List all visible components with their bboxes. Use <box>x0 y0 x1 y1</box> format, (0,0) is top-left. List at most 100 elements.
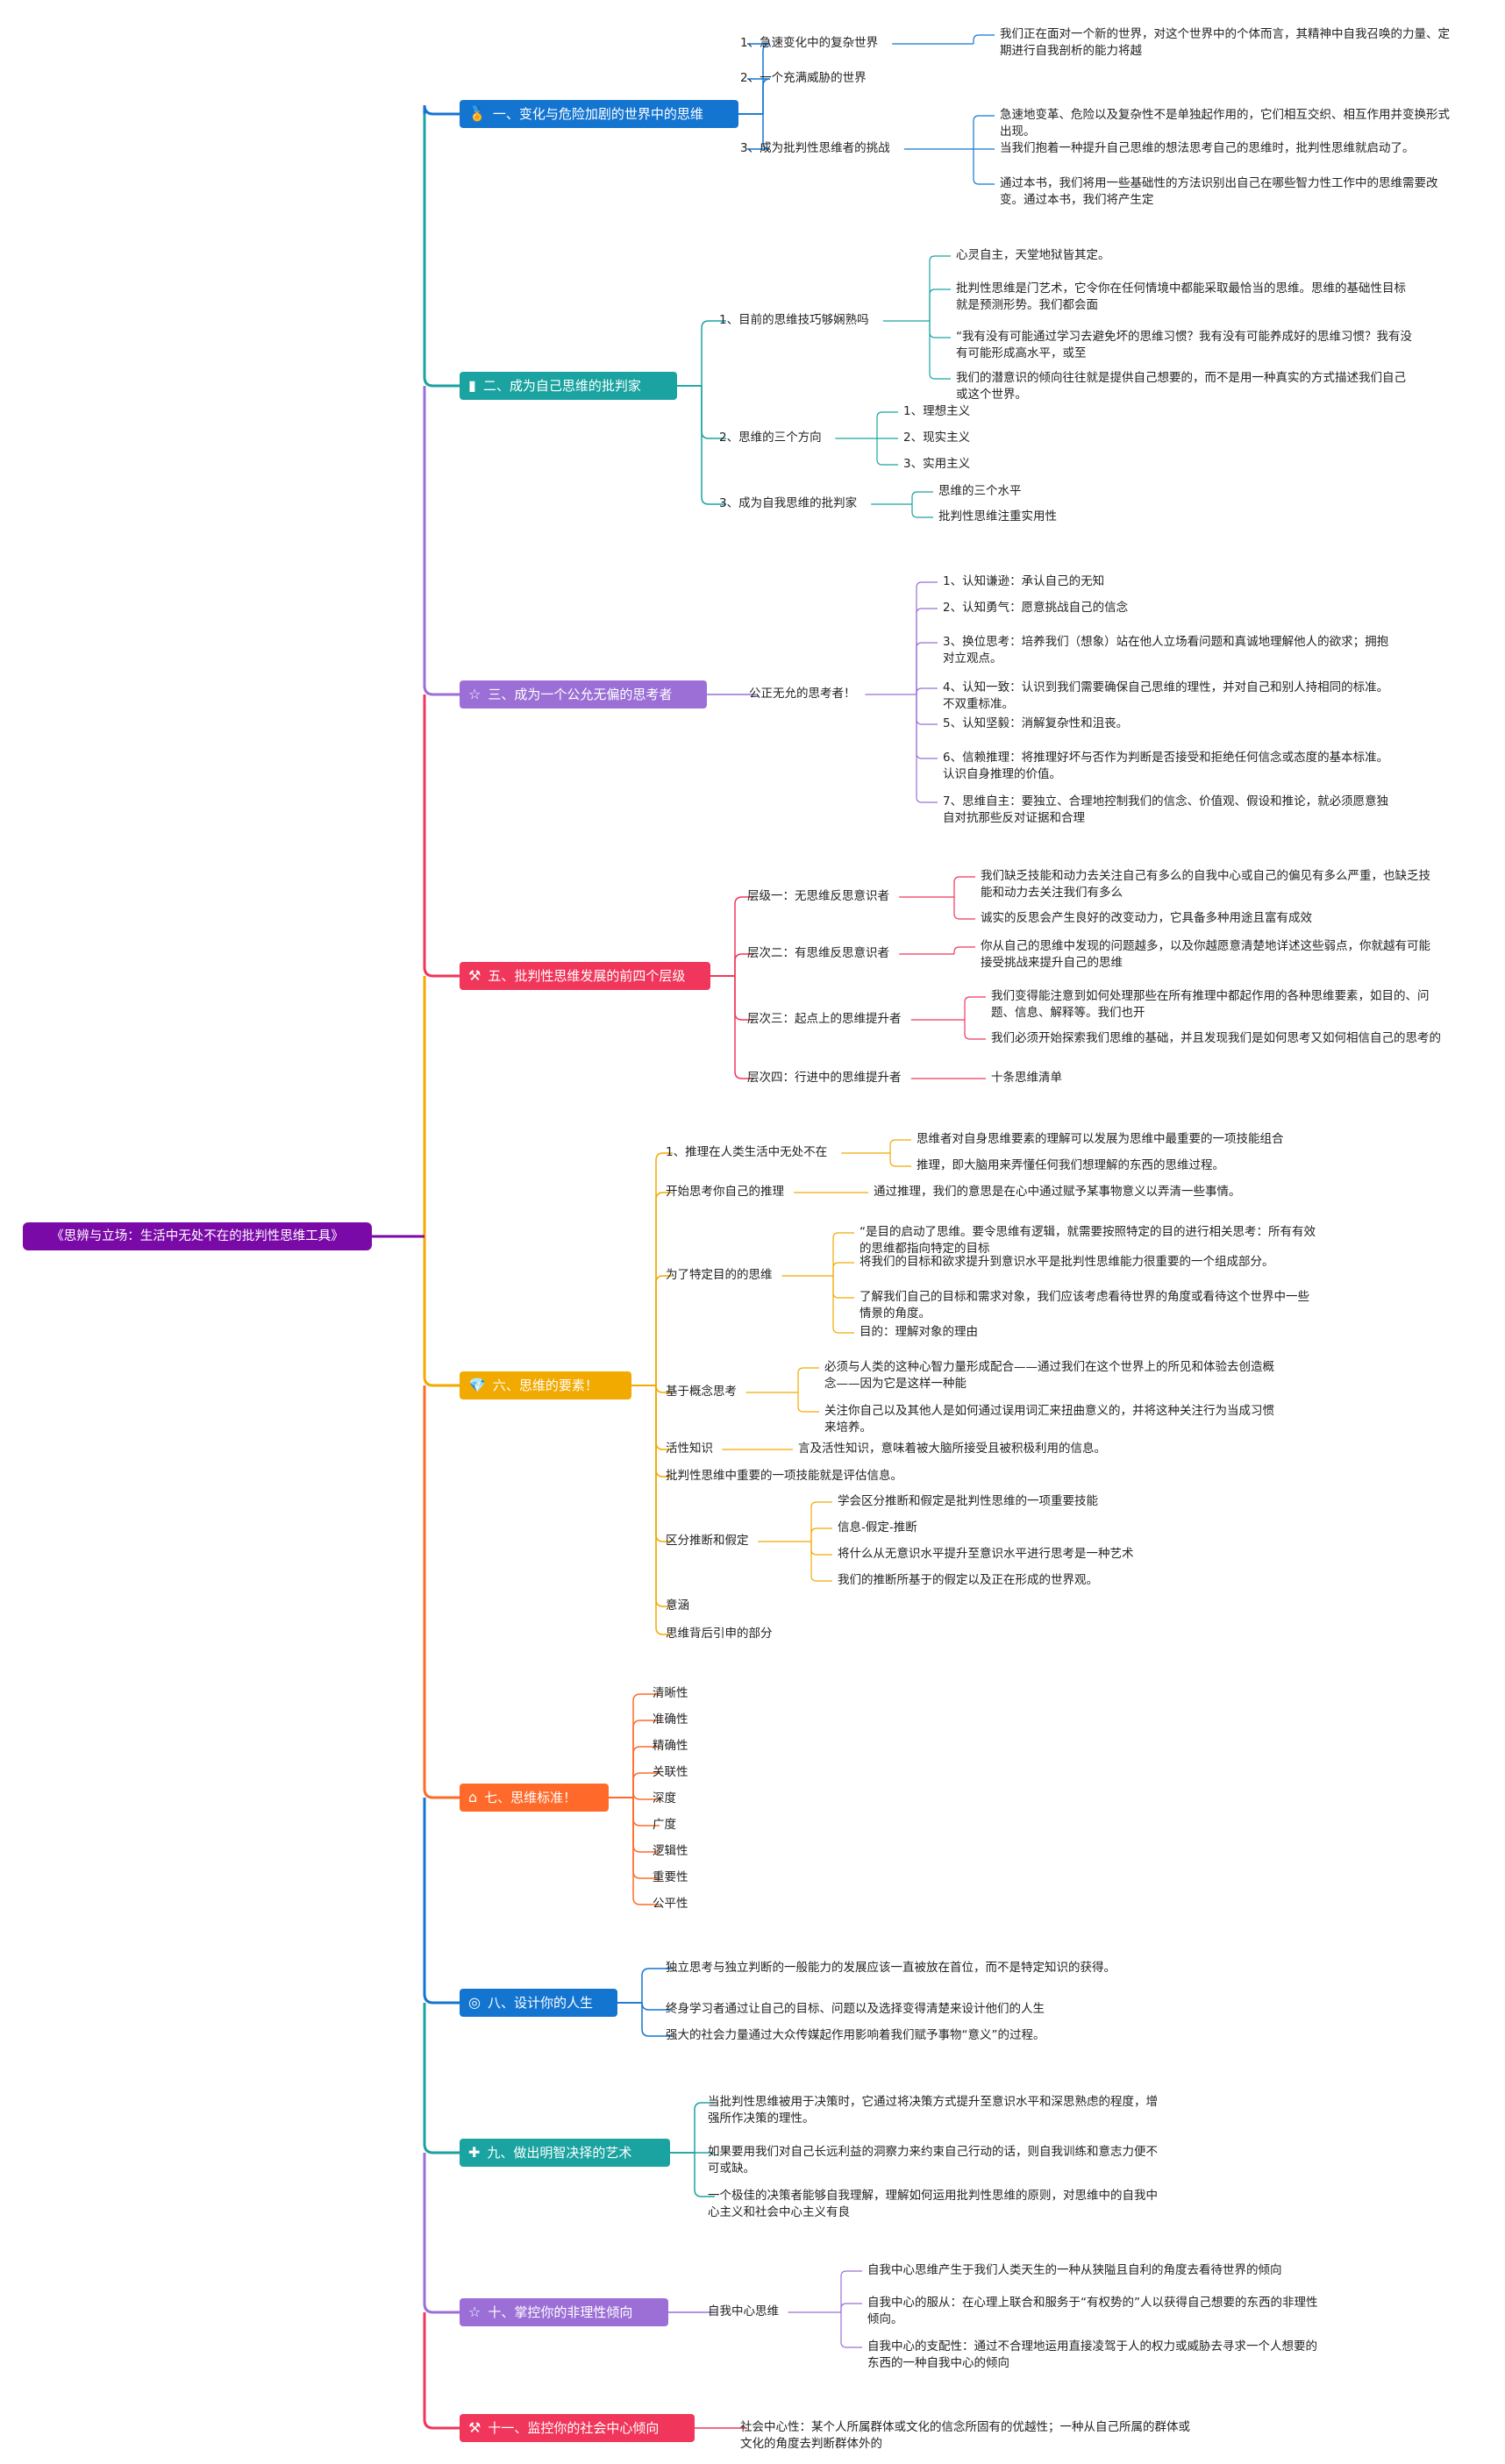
connector <box>632 1720 660 1798</box>
leaf-text: 我们必须开始探索我们思维的基础，并且发现我们是如何思考又如何相信自己的思考的 <box>991 1031 1441 1045</box>
connector <box>734 976 754 1079</box>
connector <box>423 1376 460 1387</box>
tools-icon: ⚒ <box>468 967 481 984</box>
connector <box>876 438 898 466</box>
section-label: 三、成为一个公允无偏的思考者 <box>488 687 673 702</box>
connector <box>632 1772 660 1798</box>
leaf-text: 诚实的反思会产生良好的改变动力，它具备多种用途且富有成效 <box>981 911 1312 925</box>
section-node-8[interactable]: ✚九、做出明智决择的艺术 <box>460 2139 670 2167</box>
leaf-text: 思维者对自身思维要素的理解可以发展为思维中最重要的一项技能组合 <box>917 1132 1284 1146</box>
branch-label: 逻辑性 <box>653 1844 688 1858</box>
leaf-text: 我们的推断所基于的假定以及正在形成的世界观。 <box>838 1573 1098 1587</box>
leaf-text: 我们的潜意识的倾向往往就是提供自己想要的，而不是用一种真实的方式描述我们自己或这… <box>956 371 1406 402</box>
branch-label: 2、一个充满威胁的世界 <box>740 71 867 85</box>
connector <box>423 1993 460 2005</box>
connector <box>810 1528 832 1542</box>
section-node-5[interactable]: 💎六、思维的要素！ <box>460 1371 631 1399</box>
leaf-text: 学会区分推断和假定是批判性思维的一项重要技能 <box>838 1494 1098 1508</box>
branch-label: 活性知识 <box>666 1442 713 1456</box>
branch-label: 深度 <box>653 1791 676 1805</box>
branch-label: 基于概念思考 <box>666 1385 737 1399</box>
connector <box>810 1501 832 1542</box>
leaf-text: 7、思维自主：要独立、合理地控制我们的信念、价值观、假设和推论，就必须愿意独自对… <box>943 794 1389 825</box>
connector <box>916 608 938 694</box>
tools-icon: ⚒ <box>468 2419 481 2436</box>
leaf-text: 信息-假定-推断 <box>838 1520 917 1535</box>
connector <box>916 694 938 759</box>
leaf-text: 言及活性知识，意味着被大脑所接受且被积极利用的信息。 <box>798 1442 1106 1456</box>
leaf-text: 当我们抱着一种提升自己思维的想法思考自己的思维时，批判性思维就启动了。 <box>1000 141 1415 155</box>
branch-label: 重要性 <box>653 1870 688 1884</box>
connector <box>734 953 754 976</box>
section-node-4[interactable]: ⚒五、批判性思维发展的前四个层级 <box>460 962 710 990</box>
connector <box>632 1693 660 1798</box>
leaf-text: 将我们的目标和欲求提升到意识水平是批判性思维能力很重要的一个组成部分。 <box>859 1255 1274 1269</box>
leaf-text: 将什么从无意识水平提升至意识水平进行思考是一种艺术 <box>838 1547 1134 1561</box>
branch-label: 思维背后引申的部分 <box>666 1627 773 1641</box>
connector <box>655 1275 673 1385</box>
connector <box>973 115 995 149</box>
branch-label: 1、推理在人类生活中无处不在 <box>666 1145 828 1159</box>
section-node-9[interactable]: ☆十、掌控你的非理性倾向 <box>460 2298 668 2326</box>
branch-label: 层级一：无思维反思意识者 <box>747 889 889 903</box>
connector <box>929 288 951 321</box>
connector <box>747 43 771 114</box>
connector <box>655 1192 673 1385</box>
section-node-3[interactable]: ☆三、成为一个公允无偏的思考者 <box>460 680 707 709</box>
connector <box>423 685 460 696</box>
branch-label: 一个极佳的决策者能够自我理解，理解如何运用批判性思维的原则，对思维中的自我中心主… <box>708 2189 1158 2219</box>
connector <box>953 946 975 954</box>
connector <box>916 642 938 694</box>
branch-label: 2、思维的三个方向 <box>719 431 822 445</box>
connector <box>929 321 951 338</box>
connector <box>929 321 951 380</box>
connector <box>840 2312 862 2348</box>
section-node-1[interactable]: 🏅一、变化与危险加剧的世界中的思维 <box>460 100 738 128</box>
leaf-text: 自我中心思维产生于我们人类天生的一种从狭隘且自利的角度去看待世界的倾向 <box>867 2263 1282 2277</box>
section-label: 一、变化与危险加剧的世界中的思维 <box>492 106 703 122</box>
connector <box>964 1020 986 1040</box>
flag-icon: ▮ <box>468 377 476 394</box>
leaf-text: “我有没有可能通过学习去避免坏的思维习惯？我有没有可能养成好的思维习惯？我有没有… <box>956 330 1412 360</box>
connector <box>655 1385 673 1542</box>
connector <box>641 1968 673 2003</box>
connector <box>832 1262 854 1276</box>
section-label: 九、做出明智决择的艺术 <box>487 2145 632 2161</box>
leaf-text: 目的：理解对象的理由 <box>859 1325 978 1339</box>
branch-label: 3、成为自我思维的批判家 <box>719 496 858 510</box>
connector <box>973 149 995 185</box>
leaf-text: “是目的启动了思维。要令思维有逻辑，就需要按照特定的目的进行相关思考：所有有效的… <box>859 1225 1316 1256</box>
branch-label: 为了特定目的的思维 <box>666 1268 773 1282</box>
connector <box>747 114 771 150</box>
connector <box>701 320 726 386</box>
connector <box>423 2418 460 2430</box>
gift-icon: ◎ <box>468 1994 481 2011</box>
leaf-text: 4、认知一致：认识到我们需要确保自己思维的理性，并对自己和别人持相同的标准。不双… <box>943 680 1389 711</box>
branch-label: 精确性 <box>653 1739 688 1753</box>
branch-label: 公正无允的思考者！ <box>749 687 856 701</box>
section-node-10[interactable]: ⚒十一、监控你的社会中心倾向 <box>460 2414 695 2442</box>
leaf-text: 自我中心的服从：在心理上联合和服务于“有权势的”人以获得自己想要的东西的非理性倾… <box>867 2296 1318 2326</box>
leaf-text: 我们缺乏技能和动力去关注自己有多么的自我中心或自己的偏见有多么严重，也缺乏技能和… <box>981 869 1430 900</box>
leaf-text: 推理，即大脑用来弄懂任何我们想理解的东西的思维过程。 <box>917 1158 1224 1172</box>
section-node-2[interactable]: ▮二、成为自己思维的批判家 <box>460 372 677 400</box>
section-node-6[interactable]: ⌂七、思维标准！ <box>460 1784 609 1812</box>
connector <box>832 1276 854 1334</box>
branch-label: 开始思考你自己的推理 <box>666 1185 784 1199</box>
branch-label: 意涵 <box>666 1599 689 1613</box>
branch-label: 3、成为批判性思维者的挑战 <box>740 141 890 155</box>
connector <box>632 1798 660 1879</box>
branch-label: 如果要用我们对自己长远利益的洞察力来约束自己行动的话，则自我训练和意志力便不可或… <box>708 2145 1158 2176</box>
connector <box>694 2153 715 2197</box>
leaf-text: 1、理想主义 <box>903 404 971 418</box>
branch-label: 1、目前的思维技巧够娴熟吗 <box>719 313 869 327</box>
branch-label: 广度 <box>653 1818 676 1832</box>
leaf-text: 思维的三个水平 <box>938 484 1022 498</box>
section-node-7[interactable]: ◎八、设计你的人生 <box>460 1989 617 2017</box>
leaf-text: 3、实用主义 <box>903 457 971 471</box>
leaf-text: 3、换位思考：培养我们（想象）站在他人立场看问题和真诚地理解他人的欲求；拥抱对立… <box>943 635 1389 666</box>
root-node[interactable]: 《思辨与立场：生活中无处不在的批判性思维工具》 <box>23 1222 372 1250</box>
connector <box>953 897 975 920</box>
connector <box>632 1746 660 1798</box>
